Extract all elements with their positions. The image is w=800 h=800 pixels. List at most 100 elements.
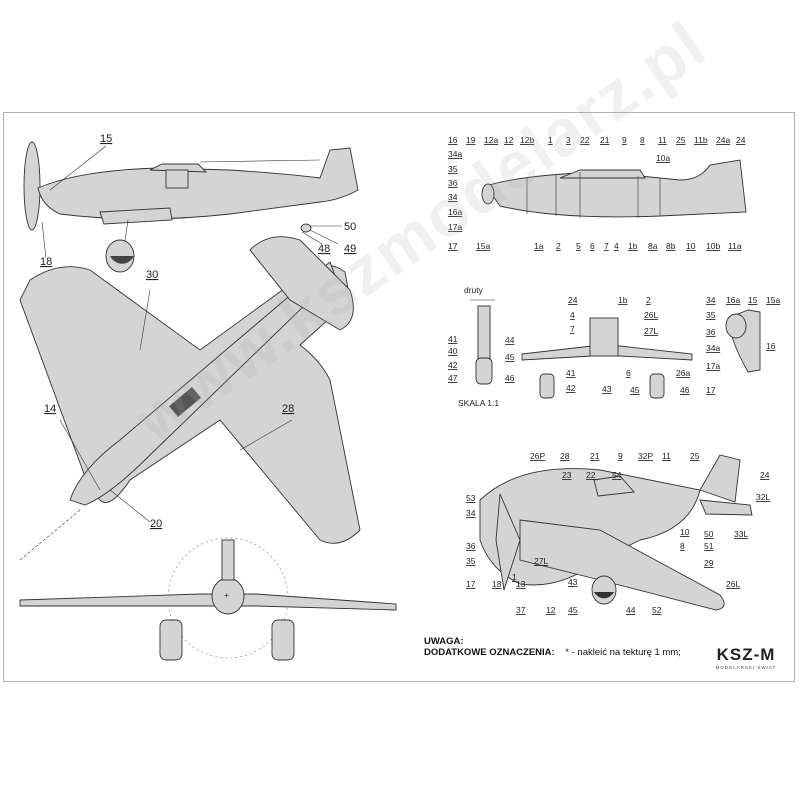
part-label: 12 (546, 605, 556, 615)
sheet-frame (3, 112, 795, 682)
part-label: 11 (658, 135, 667, 145)
part-label: 44 (505, 335, 515, 345)
extra-markings-label: DODATKOWE OZNACZENIA: (424, 647, 555, 658)
part-label: 41 (448, 334, 458, 344)
part-label: 26L (726, 579, 740, 589)
tailplane-top (249, 236, 354, 331)
part-label: 45 (568, 605, 578, 615)
part-label: 15a (766, 295, 780, 305)
part-label: 15a (476, 241, 490, 251)
part-label: 8 (640, 135, 645, 145)
logo-mark: KSZ-M (716, 645, 776, 664)
svg-text:+: + (224, 590, 229, 600)
part-label: 14 (44, 403, 56, 415)
part-label: 11 (662, 451, 671, 461)
tailwheel-side (300, 223, 312, 233)
part-label: 34 (706, 295, 716, 305)
part-label: 36 (448, 178, 458, 188)
top-view-drawing (19, 236, 361, 561)
part-label: 29 (704, 558, 714, 568)
spinner-detail-drawing (725, 309, 761, 373)
part-label: 9 (622, 135, 627, 145)
fuselage-parts-outline (485, 159, 747, 218)
part-label: 27L (644, 326, 658, 336)
part-label: 12b (520, 135, 534, 145)
part-label: 22 (586, 470, 596, 480)
part-label: 25 (690, 451, 700, 461)
part-label: 16a (448, 207, 462, 217)
iso-wheel (591, 575, 617, 605)
part-label: 2 (646, 295, 651, 305)
part-label: 37 (516, 605, 526, 615)
part-label: 51 (704, 541, 714, 551)
part-label: 34 (448, 192, 458, 202)
part-label: 1 (512, 572, 517, 582)
part-label: 18 (40, 256, 52, 268)
part-label: 45 (505, 352, 515, 362)
wheel-right-front (271, 619, 295, 661)
part-label: 7 (604, 241, 609, 251)
front-view-drawing: + (19, 537, 397, 661)
part-label: 20 (150, 518, 162, 530)
part-label: 16a (726, 295, 740, 305)
part-label: 6 (590, 241, 595, 251)
part-label: 10a (656, 153, 670, 163)
part-label: 26L (644, 310, 658, 320)
logo-subtitle: MODELARSKI ŚWIAT (715, 665, 777, 670)
part-label: 47 (448, 373, 458, 383)
part-label: 17 (466, 579, 476, 589)
part-label: 46 (680, 385, 690, 395)
part-label: 32P (638, 451, 653, 461)
part-label: 5 (576, 241, 581, 251)
part-label: 34 (466, 508, 476, 518)
part-label: 12 (504, 135, 514, 145)
part-label: 36 (466, 541, 476, 551)
cockpit-top (169, 386, 201, 418)
part-label: 42 (566, 383, 576, 393)
part-label: 25 (676, 135, 686, 145)
part-label: 18 (492, 579, 502, 589)
part-label: 9 (618, 451, 623, 461)
part-label: 1b (628, 241, 638, 251)
part-label: 10b (706, 241, 720, 251)
wing-front (19, 593, 397, 611)
part-label: 4 (614, 241, 619, 251)
propeller-side (23, 141, 41, 231)
wires-label: druty (464, 285, 484, 295)
part-label: 17a (706, 361, 720, 371)
iso-canopy (593, 475, 635, 497)
part-label: 15 (748, 295, 758, 305)
part-label: 17 (706, 385, 716, 395)
iso-wing (519, 519, 725, 611)
part-label: 42 (448, 360, 458, 370)
part-label: 23 (562, 470, 572, 480)
part-label: 8 (680, 541, 685, 551)
fin-front (221, 539, 235, 581)
iso-prop-blade (495, 493, 521, 591)
part-label: 45 (630, 385, 640, 395)
part-label: 26a (676, 368, 690, 378)
part-label: 16 (766, 341, 776, 351)
iso-view-drawing (479, 454, 753, 611)
wing-root-side (99, 207, 173, 225)
publisher-logo: KSZ-M MODELARSKI ŚWIAT (708, 645, 784, 670)
part-label: 17 (448, 241, 458, 251)
part-label: 44 (626, 605, 636, 615)
gear-detail-drawing (470, 299, 495, 385)
part-label: 8b (666, 241, 676, 251)
part-label: 4 (570, 310, 575, 320)
part-label: 11a (728, 241, 742, 251)
part-label: 11b (694, 135, 708, 145)
part-label: 6 (626, 368, 631, 378)
part-label: 28 (560, 451, 570, 461)
part-label: 43 (568, 577, 578, 587)
fuselage-side (37, 147, 359, 220)
part-label: 34a (706, 343, 720, 353)
part-label: 24 (760, 470, 770, 480)
part-label: 34a (448, 149, 462, 159)
part-label: 35 (706, 310, 716, 320)
part-label: 22 (580, 135, 590, 145)
